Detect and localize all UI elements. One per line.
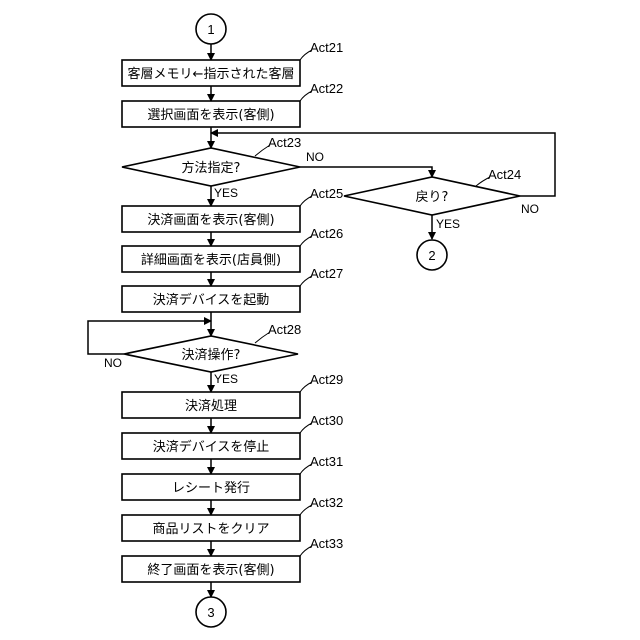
svg-text:Act24: Act24: [488, 167, 521, 182]
svg-text:レシート発行: レシート発行: [172, 481, 250, 496]
step-act27: 決済デバイスを起動 Act27: [122, 266, 343, 312]
svg-text:YES: YES: [214, 186, 238, 200]
step-act32: 商品リストをクリア Act32: [122, 495, 343, 541]
connector-end: 3: [196, 597, 226, 627]
svg-text:Act30: Act30: [310, 413, 343, 428]
connector-exit-back: 2: [417, 240, 447, 270]
svg-text:YES: YES: [436, 217, 460, 231]
svg-text:Act26: Act26: [310, 226, 343, 241]
svg-text:Act28: Act28: [268, 322, 301, 337]
step-act33: 終了画面を表示(客側) Act33: [122, 536, 343, 582]
svg-text:3: 3: [207, 605, 214, 620]
svg-text:NO: NO: [521, 202, 539, 216]
svg-text:Act33: Act33: [310, 536, 343, 551]
svg-text:戻り?: 戻り?: [416, 190, 449, 205]
connector-start: 1: [196, 14, 226, 44]
svg-text:Act25: Act25: [310, 186, 343, 201]
svg-text:決済処理: 決済処理: [185, 398, 237, 414]
svg-text:Act32: Act32: [310, 495, 343, 510]
svg-text:Act27: Act27: [310, 266, 343, 281]
svg-text:決済デバイスを起動: 決済デバイスを起動: [153, 292, 270, 308]
decision-act24: 戻り? Act24 YES NO: [344, 167, 539, 231]
decision-act28: 決済操作? Act28 YES NO: [104, 322, 301, 386]
svg-text:方法指定?: 方法指定?: [182, 160, 241, 176]
svg-text:Act23: Act23: [268, 135, 301, 150]
step-act30: 決済デバイスを停止 Act30: [122, 413, 343, 459]
svg-text:商品リストをクリア: 商品リストをクリア: [152, 522, 269, 537]
step-act31: レシート発行 Act31: [122, 454, 343, 500]
svg-text:決済デバイスを停止: 決済デバイスを停止: [153, 439, 270, 455]
step-act22: 選択画面を表示(客側) Act22: [122, 81, 343, 127]
svg-text:Act29: Act29: [310, 372, 343, 387]
svg-text:詳細画面を表示(店員側): 詳細画面を表示(店員側): [141, 252, 281, 268]
svg-text:Act22: Act22: [310, 81, 343, 96]
svg-text:1: 1: [207, 22, 214, 37]
svg-text:NO: NO: [306, 150, 324, 164]
svg-text:Act31: Act31: [310, 454, 343, 469]
svg-text:NO: NO: [104, 356, 122, 370]
step-act21: 客層メモリ←指示された客層 Act21: [122, 40, 343, 86]
svg-text:2: 2: [428, 248, 435, 263]
svg-text:終了画面を表示(客側): 終了画面を表示(客側): [147, 562, 274, 578]
svg-text:決済画面を表示(客側): 決済画面を表示(客側): [147, 212, 274, 228]
svg-text:客層メモリ←指示された客層: 客層メモリ←指示された客層: [128, 66, 295, 82]
decision-act23: 方法指定? Act23 YES NO: [122, 135, 324, 200]
svg-text:Act21: Act21: [310, 40, 343, 55]
svg-text:選択画面を表示(客側): 選択画面を表示(客側): [147, 107, 274, 123]
svg-text:決済操作?: 決済操作?: [182, 347, 241, 363]
svg-text:YES: YES: [214, 372, 238, 386]
